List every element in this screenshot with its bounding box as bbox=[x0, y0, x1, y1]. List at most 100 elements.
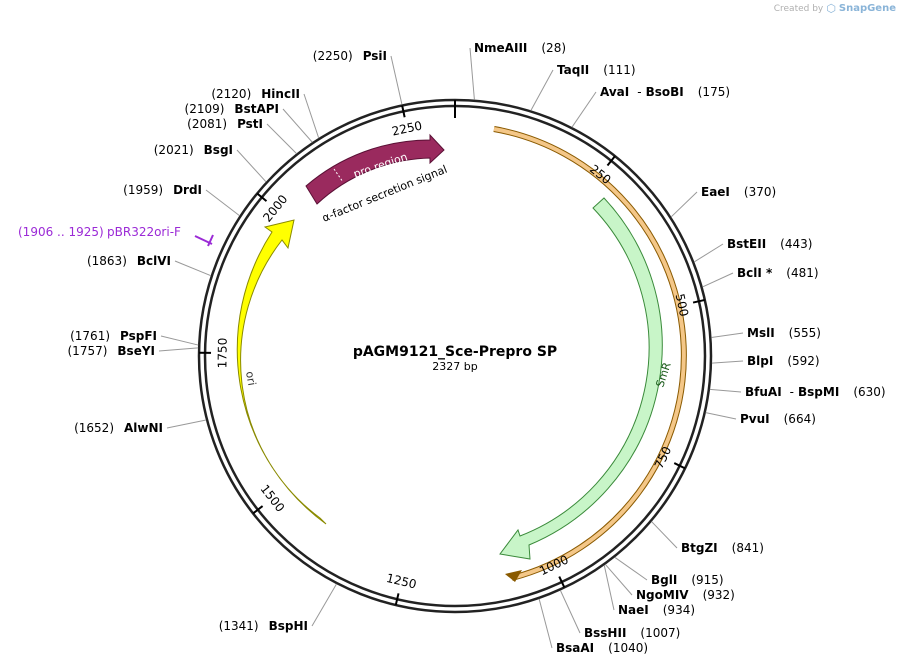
site-name: BstAPI bbox=[234, 102, 279, 116]
site-position: (1761) bbox=[70, 329, 110, 343]
site-leader-line bbox=[603, 565, 615, 611]
site-name: BclVI bbox=[137, 254, 171, 268]
tick-mark bbox=[558, 576, 566, 588]
site-name: BlpI bbox=[747, 354, 773, 368]
site-label: BtgZI (841) bbox=[681, 541, 764, 555]
site-label: (1757) BseYI bbox=[68, 344, 156, 358]
snapgene-brand: SnapGene bbox=[838, 3, 896, 14]
site-label: MslI(555) bbox=[747, 326, 821, 340]
site-position: (841) bbox=[732, 541, 764, 555]
orf-arc bbox=[493, 127, 686, 580]
tick-label: 500 bbox=[673, 292, 692, 317]
site-leader-line bbox=[571, 91, 597, 128]
site-name: BtgZI bbox=[681, 541, 718, 555]
primer-marker-end bbox=[207, 234, 214, 247]
site-leader-line bbox=[614, 556, 648, 581]
ori-feature-label: ori bbox=[243, 370, 258, 386]
site-position: (934) bbox=[663, 603, 695, 617]
site-leader-line bbox=[266, 123, 297, 154]
plasmid-name: pAGM9121_Sce-Prepro SP bbox=[353, 344, 557, 360]
site-label: BstEII(443) bbox=[727, 237, 812, 251]
site-position: (2250) bbox=[313, 49, 353, 63]
tick-label: 1750 bbox=[215, 338, 229, 369]
site-label: (2021) BsgI bbox=[154, 143, 233, 157]
site-leader-line bbox=[538, 598, 553, 649]
site-position: (481) bbox=[786, 266, 818, 280]
site-leader-line bbox=[711, 360, 744, 364]
site-name: NgoMIV bbox=[636, 588, 689, 602]
site-leader-line bbox=[390, 55, 403, 105]
site-position: (2021) bbox=[154, 143, 194, 157]
site-name: PsiI bbox=[363, 49, 387, 63]
site-position: (1652) bbox=[74, 421, 114, 435]
site-position: (1757) bbox=[68, 344, 108, 358]
site-label: (2081) PstI bbox=[187, 117, 263, 131]
site-leader-line bbox=[605, 564, 633, 596]
primer-position: (1906 .. 1925) bbox=[18, 225, 104, 239]
site-leader-line bbox=[311, 583, 337, 627]
tick-label: 2000 bbox=[260, 192, 290, 224]
site-position: (175) bbox=[698, 85, 730, 99]
site-name: MslI bbox=[747, 326, 775, 340]
site-name: NmeAIII bbox=[474, 41, 527, 55]
site-name: BclI * bbox=[737, 266, 773, 280]
site-position: (2081) bbox=[187, 117, 227, 131]
site-name: TaqII bbox=[557, 63, 589, 77]
site-leader-line bbox=[702, 272, 734, 288]
site-label: (1863) BclVI bbox=[87, 254, 171, 268]
snapgene-credit: Created by ⬡ SnapGene bbox=[774, 2, 896, 15]
site-position: (932) bbox=[703, 588, 735, 602]
site-position: (1007) bbox=[640, 626, 680, 640]
smr-feature-arrow bbox=[499, 197, 663, 560]
site-separator: - bbox=[637, 85, 641, 99]
tick-label: 2250 bbox=[391, 119, 424, 139]
site-name: BsoBI bbox=[646, 85, 684, 99]
site-leader-line bbox=[693, 243, 724, 263]
site-name: DrdI bbox=[173, 183, 202, 197]
snapgene-logo-icon: ⬡ bbox=[826, 2, 836, 15]
pro-region-divider bbox=[333, 168, 344, 183]
primer-name: pBR322ori-F bbox=[107, 225, 181, 239]
site-position: (630) bbox=[853, 385, 885, 399]
site-leader-line bbox=[282, 108, 313, 143]
tick-mark bbox=[401, 105, 406, 118]
site-label: NmeAIII(28) bbox=[474, 41, 566, 55]
ori-feature-arrow bbox=[236, 219, 327, 525]
site-name: BspMI bbox=[798, 385, 839, 399]
site-position: (1959) bbox=[123, 183, 163, 197]
site-label: (1652)AlwNI bbox=[74, 421, 163, 435]
site-leader-line bbox=[651, 521, 678, 549]
site-position: (111) bbox=[603, 63, 635, 77]
site-position: (1863) bbox=[87, 254, 127, 268]
site-name: BseYI bbox=[117, 344, 155, 358]
site-label: NgoMIV (932) bbox=[636, 588, 735, 602]
site-name: PstI bbox=[237, 117, 263, 131]
tick-mark bbox=[252, 505, 264, 515]
site-label: NaeI (934) bbox=[618, 603, 695, 617]
site-name: NaeI bbox=[618, 603, 649, 617]
site-name: PspFI bbox=[120, 329, 157, 343]
site-label: PvuI(664) bbox=[740, 412, 816, 426]
site-label: BssHII (1007) bbox=[584, 626, 680, 640]
site-label: (2120)HincII bbox=[211, 87, 300, 101]
plasmid-length: 2327 bp bbox=[432, 360, 477, 373]
site-leader-line bbox=[469, 47, 475, 100]
site-name: BfuAI bbox=[745, 385, 782, 399]
site-position: (592) bbox=[787, 354, 819, 368]
site-name: BssHII bbox=[584, 626, 626, 640]
site-position: (1341) bbox=[219, 619, 259, 633]
site-position: (370) bbox=[744, 185, 776, 199]
tick-mark bbox=[673, 462, 686, 470]
site-name: EaeI bbox=[701, 185, 730, 199]
site-separator: - bbox=[790, 385, 794, 399]
site-label: (2250) PsiI bbox=[313, 49, 387, 63]
site-label: EaeI (370) bbox=[701, 185, 776, 199]
site-label: BfuAI-BspMI (630) bbox=[745, 385, 886, 399]
site-leader-line bbox=[160, 335, 199, 346]
site-leader-line bbox=[236, 149, 267, 183]
site-name: BsaAI bbox=[556, 641, 594, 655]
site-name: BsgI bbox=[204, 143, 233, 157]
tick-mark bbox=[394, 593, 400, 606]
created-by-text: Created by bbox=[773, 3, 824, 14]
site-leader-line bbox=[303, 93, 320, 139]
